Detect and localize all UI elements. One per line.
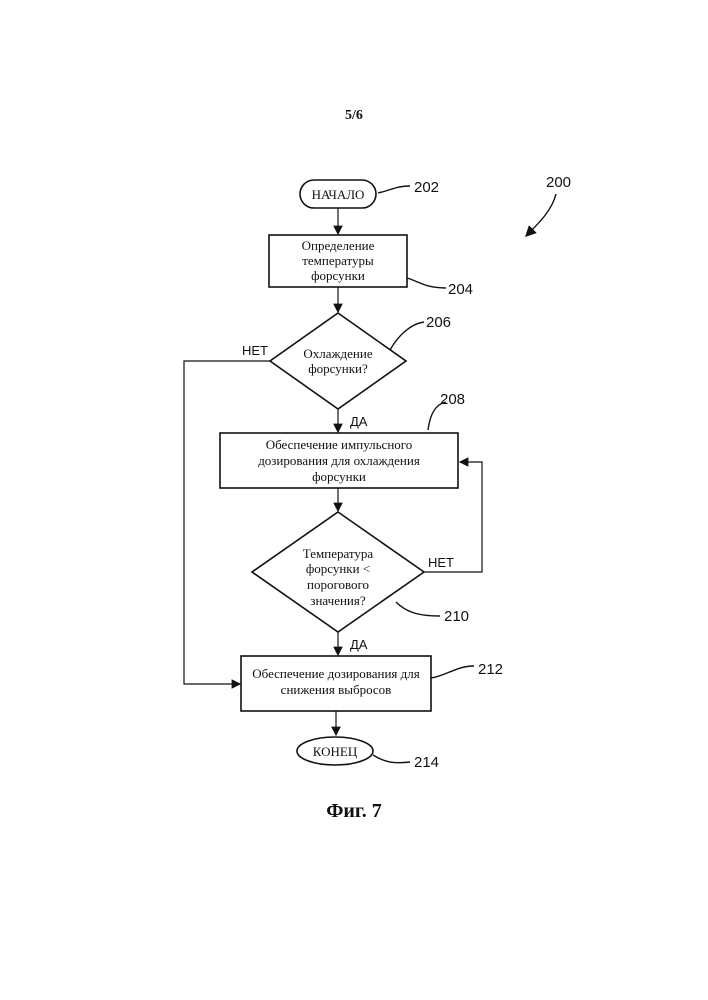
ref-200: 200	[546, 174, 571, 191]
figure-caption: Фиг. 7	[0, 800, 708, 823]
step-208-line-3: форсунки	[312, 469, 366, 484]
ref-212: 212	[478, 661, 503, 678]
ref-208: 208	[440, 391, 465, 408]
step-204-line-2: температуры	[302, 253, 374, 268]
decision-210-no-label: НЕТ	[428, 555, 454, 570]
decision-206-yes-label: ДА	[350, 414, 368, 429]
end-label: КОНЕЦ	[313, 744, 358, 759]
ref-206: 206	[426, 314, 451, 331]
ref-204: 204	[448, 281, 473, 298]
decision-temperature-threshold: Температура форсунки < порогового значен…	[252, 512, 424, 632]
step-212-line-1: Обеспечение дозирования для	[252, 666, 420, 681]
step-204-line-1: Определение	[302, 238, 375, 253]
end-terminal: КОНЕЦ	[297, 737, 373, 765]
step-determine-temperature: Определение температуры форсунки	[269, 235, 407, 287]
decision-210-line-1: Температура	[303, 546, 374, 561]
step-pulse-dosing: Обеспечение импульсного дозирования для …	[220, 433, 458, 488]
step-208-line-2: дозирования для охлаждения	[258, 453, 420, 468]
decision-206-line-1: Охлаждение	[303, 346, 372, 361]
start-label: НАЧАЛО	[312, 187, 365, 202]
step-204-line-3: форсунки	[311, 268, 365, 283]
step-208-line-1: Обеспечение импульсного	[266, 437, 413, 452]
ref-214: 214	[414, 754, 439, 771]
step-212-line-2: снижения выбросов	[281, 682, 392, 697]
start-terminal: НАЧАЛО	[300, 180, 376, 208]
ref-210: 210	[444, 608, 469, 625]
decision-210-line-3: порогового	[307, 577, 369, 592]
decision-cooling: Охлаждение форсунки?	[270, 313, 406, 409]
decision-206-no-label: НЕТ	[242, 343, 268, 358]
ref-202: 202	[414, 179, 439, 196]
decision-206-line-2: форсунки?	[308, 361, 368, 376]
step-emission-dosing: Обеспечение дозирования для снижения выб…	[241, 656, 431, 711]
decision-210-line-2: форсунки <	[306, 561, 370, 576]
decision-210-line-4: значения?	[310, 593, 366, 608]
decision-210-yes-label: ДА	[350, 637, 368, 652]
